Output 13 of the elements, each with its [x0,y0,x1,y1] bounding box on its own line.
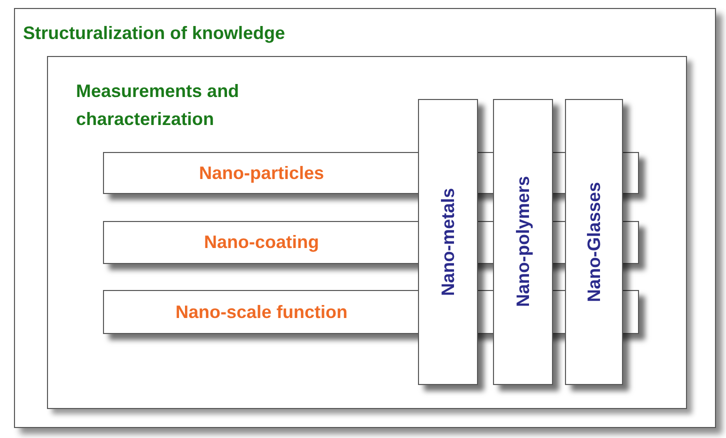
row-label: Nano-coating [203,231,320,254]
column-bar [565,99,623,385]
row-label: Nano-particles [198,162,326,185]
outer-panel [14,8,716,428]
row-label: Nano-scale function [174,300,349,324]
panel-title: Measurements and characterization [76,80,240,131]
panel-title: Structuralization of knowledge [23,22,286,45]
column-label: Nano-metals [438,188,458,296]
column-label: Nano-Glasses [584,182,604,302]
inner-panel [47,56,687,409]
column-bar [418,99,478,385]
column-bar [493,99,553,385]
column-label: Nano-polymers [512,176,534,308]
